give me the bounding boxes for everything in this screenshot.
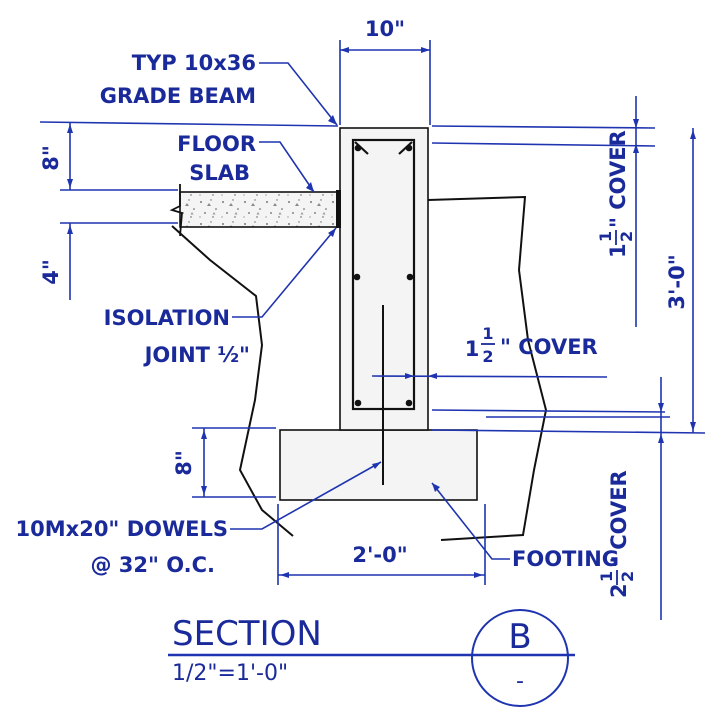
- footing: [279, 429, 478, 501]
- slab-leader-arrow: [306, 182, 314, 192]
- height-dim-label: 3'-0": [665, 254, 689, 309]
- slab-dim-arrow-3: [67, 225, 73, 234]
- bottom-cover-arrow-2: [658, 434, 664, 443]
- top-cover-den: 2: [617, 231, 636, 242]
- top-cover-text: " COVER: [606, 130, 630, 228]
- rebar-mid-left: [353, 273, 361, 281]
- slab-label-line1: FLOOR: [177, 132, 256, 156]
- beam-label-line2: GRADE BEAM: [100, 84, 256, 108]
- footing-width-arrow-left: [280, 572, 289, 578]
- footing-width-label: 2'-0": [352, 543, 407, 567]
- dowels-label-line2: @ 32" O.C.: [90, 553, 215, 577]
- bottom-cover-text: " COVER: [607, 470, 631, 568]
- side-cover-den: 2: [482, 347, 493, 366]
- dowels-leader-arrow: [372, 462, 381, 469]
- slab-dim-arrow-1: [67, 124, 73, 133]
- isolation-label-frac: ½": [217, 343, 250, 367]
- top-cover-num: 1: [596, 231, 615, 242]
- slab-label-leader: [259, 141, 315, 193]
- bottom-cover-whole: 2: [607, 583, 631, 598]
- dowels-label-line1: 10Mx20" DOWELS: [16, 517, 228, 541]
- section-bubble: [471, 609, 569, 707]
- isolation-label-text: JOINT: [143, 343, 218, 367]
- floor-slab: [179, 191, 338, 228]
- excavation-outline-right: [427, 195, 548, 541]
- section-title: SECTION: [172, 614, 322, 654]
- footing-depth-arrow-1: [201, 430, 207, 439]
- stirrup-hook-left: [354, 141, 369, 155]
- section-sheet: -: [516, 669, 524, 694]
- rebar-top-left: [354, 144, 362, 152]
- rebar-bottom-left: [354, 399, 362, 407]
- height-arrow-top: [690, 130, 696, 139]
- beam-width-label: 10": [365, 17, 405, 41]
- bottom-cover-num: 1: [597, 571, 616, 582]
- side-cover-arrow-1: [405, 373, 414, 379]
- beam-label-line1: TYP 10x36: [132, 51, 256, 75]
- excavation-outline-left: [171, 225, 294, 537]
- slab-break-line: [169, 184, 183, 237]
- top-cover-whole: 1: [606, 243, 630, 258]
- footing-depth-arrow-2: [201, 486, 207, 495]
- stirrup-hook-right: [398, 141, 413, 155]
- bottom-cover-arrow-1: [658, 403, 664, 412]
- isolation-label-line1: ISOLATION: [104, 306, 230, 330]
- isolation-joint: [336, 190, 341, 228]
- beam-label-leader: [259, 62, 338, 126]
- top-cover-ext-2: [431, 142, 656, 147]
- section-scale: 1/2"=1'-0": [172, 661, 288, 686]
- bottom-cover-den: 2: [618, 571, 637, 582]
- height-ext-bottom: [431, 409, 666, 413]
- height-ext-bottom2: [431, 429, 706, 434]
- top-cover-arrow-1: [633, 119, 639, 128]
- beam-width-arrow-left: [340, 47, 349, 53]
- slab-dim-arrow-2: [67, 179, 73, 188]
- beam-leader-arrow: [328, 115, 337, 125]
- isolation-leader-arrow: [328, 228, 336, 237]
- isolation-leader: [232, 227, 337, 318]
- side-cover-whole: 1: [465, 337, 480, 361]
- rebar-bottom-right: [405, 399, 413, 407]
- footing-leader-arrow: [432, 483, 440, 492]
- footing-label: FOOTING: [512, 547, 619, 571]
- top-cover-label: 1 1 2 " COVER: [596, 130, 636, 258]
- side-cover-arrow-2: [428, 373, 437, 379]
- section-letter: B: [508, 617, 531, 657]
- side-cover-num: 1: [482, 324, 493, 343]
- footing-leader: [431, 482, 510, 560]
- isolation-label-line2: JOINT ½": [143, 343, 250, 367]
- slab-dim-bottom-label: 4": [39, 259, 63, 285]
- top-cover-ext-1: [431, 125, 656, 129]
- height-arrow-bottom: [690, 422, 696, 431]
- slab-label-line2: SLAB: [189, 161, 250, 185]
- footing-depth-label: 8": [172, 450, 196, 476]
- footing-width-arrow-right: [474, 572, 483, 578]
- side-cover-text: " COVER: [500, 335, 598, 359]
- dowels-leader: [230, 461, 382, 530]
- rebar-mid-right: [406, 273, 414, 281]
- bottom-cover-label: 2 1 2 " COVER: [597, 470, 637, 598]
- top-cover-arrow-2: [633, 144, 639, 153]
- slab-dim-top-label: 8": [39, 145, 63, 171]
- slab-dim-ext-top: [39, 121, 339, 127]
- beam-width-arrow-right: [421, 47, 430, 53]
- rebar-top-right: [405, 144, 413, 152]
